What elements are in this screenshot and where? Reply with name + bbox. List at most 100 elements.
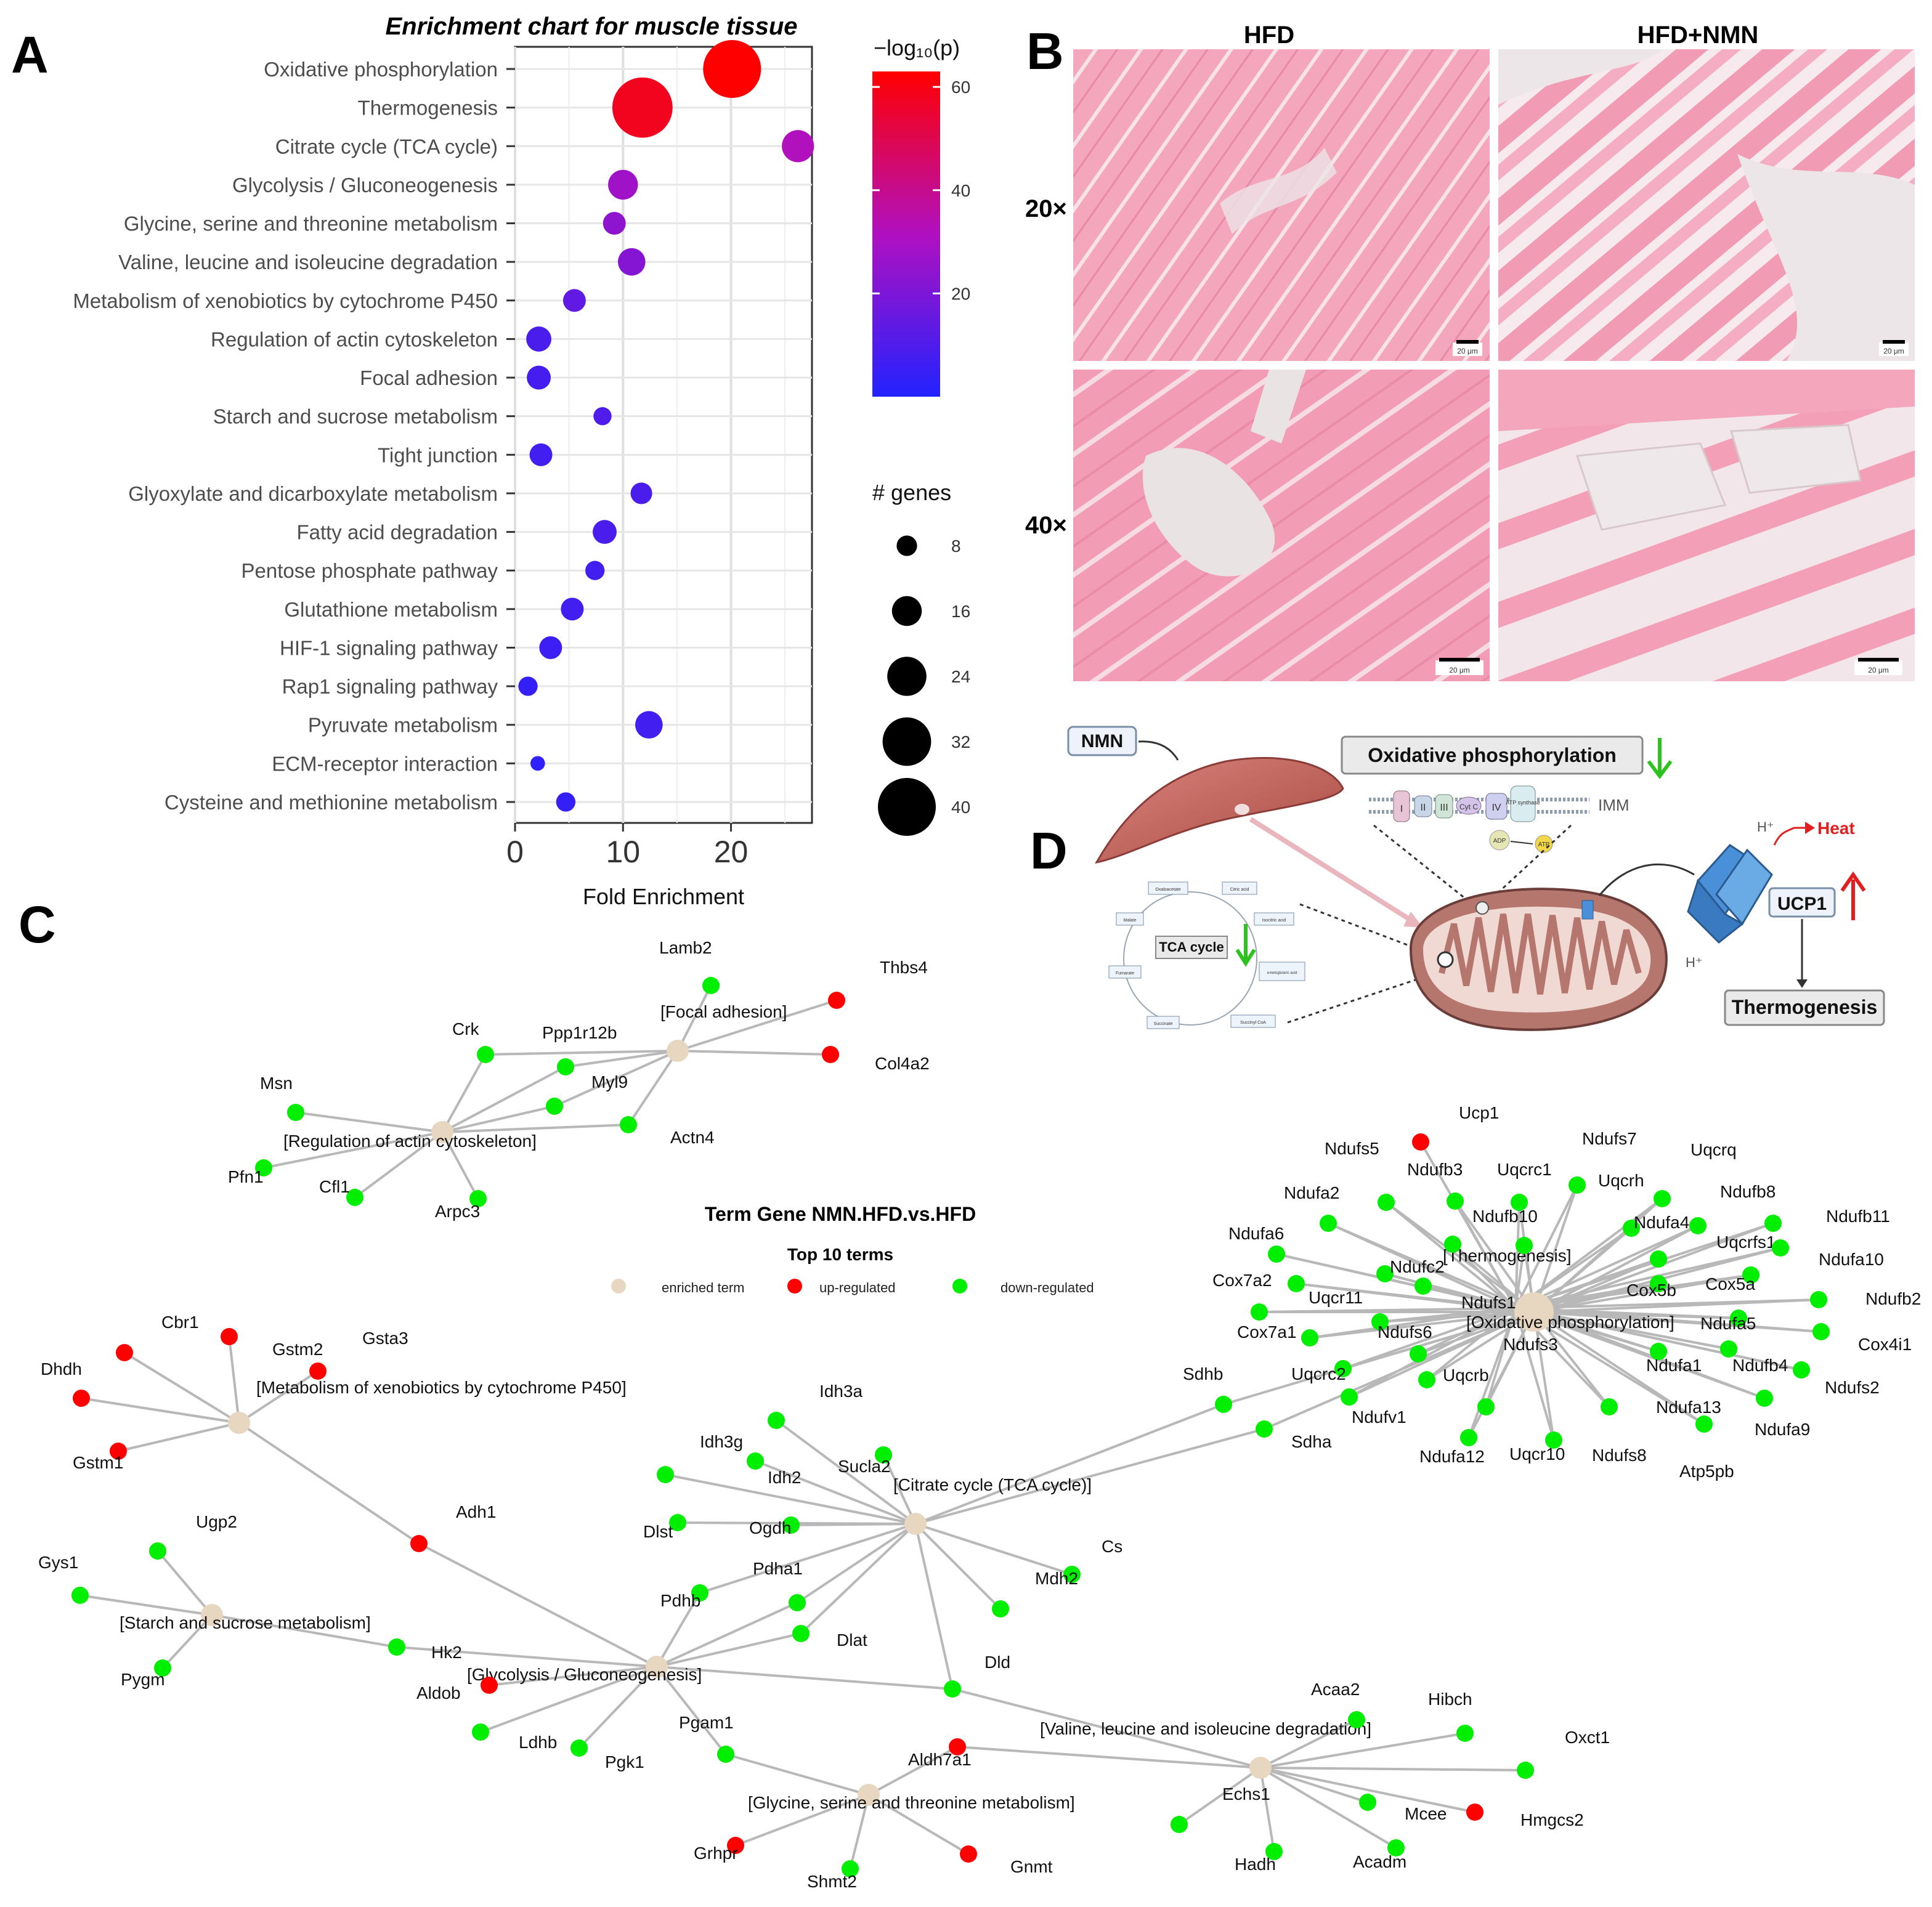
size-legend-dot xyxy=(891,596,922,626)
network-edge xyxy=(489,1666,657,1686)
enrichment-point xyxy=(612,77,673,138)
network-edge xyxy=(656,1601,798,1668)
gene-node xyxy=(309,1362,327,1380)
gene-node xyxy=(1689,1217,1707,1234)
gene-label: Pdha1 xyxy=(753,1559,803,1578)
gene-label: Hibch xyxy=(1428,1690,1472,1709)
gene-node xyxy=(1466,1804,1484,1821)
enrichment-point xyxy=(527,365,551,390)
y-tick-label: Valine, leucine and isoleucine degradati… xyxy=(118,251,498,273)
network-edge xyxy=(1426,1307,1517,1381)
term-node xyxy=(858,1784,880,1806)
gene-label: Pygm xyxy=(121,1670,165,1689)
gene-node xyxy=(727,1837,744,1854)
gene-label: Ndufs1 xyxy=(1461,1293,1516,1312)
term-node xyxy=(667,1040,689,1062)
network-subtitle: Top 10 terms xyxy=(787,1245,893,1264)
imm-label: IMM xyxy=(1598,796,1630,814)
network-title: Term Gene NMN.HFD.vs.HFD xyxy=(705,1203,976,1225)
legend-down-regulated: down-regulated xyxy=(1000,1280,1094,1295)
network-edge xyxy=(228,1336,240,1423)
term-label: [Oxidative phosphorylation] xyxy=(1466,1313,1674,1332)
y-tick-label: Starch and sucrose metabolism xyxy=(213,405,498,428)
panel-letter-a: A xyxy=(11,26,49,84)
gene-node xyxy=(1359,1794,1376,1811)
gene-node xyxy=(154,1659,171,1677)
gene-node xyxy=(1460,1429,1477,1446)
term-label: [Focal adhesion] xyxy=(660,1002,787,1021)
x-axis-title: Fold Enrichment xyxy=(583,884,744,909)
gene-node xyxy=(992,1600,1009,1618)
network-edge xyxy=(480,1666,657,1733)
network-edge xyxy=(1533,1311,1822,1333)
y-tick-label: Metabolism of xenobiotics by cytochrome … xyxy=(73,289,498,312)
network-edge xyxy=(1533,1311,1555,1441)
gene-node xyxy=(792,1625,810,1642)
y-tick-label: Pentose phosphate pathway xyxy=(242,559,498,582)
term-node xyxy=(1249,1757,1272,1779)
network-edge xyxy=(161,1614,213,1669)
color-tick-label: 60 xyxy=(951,78,970,97)
nmn-box xyxy=(1067,726,1137,756)
term-label: [Valine, leucine and isoleucine degradat… xyxy=(1040,1719,1371,1738)
network-edge xyxy=(800,1523,917,1635)
inner-membrane xyxy=(1369,785,1589,853)
histology-row-label-40x: 40× xyxy=(1025,512,1067,539)
y-tick-label: Glutathione metabolism xyxy=(284,598,498,621)
network-edge xyxy=(485,1050,678,1056)
network-edge xyxy=(441,1132,479,1199)
gene-label: Gsta3 xyxy=(362,1329,408,1348)
gene-label: Pfn1 xyxy=(228,1167,264,1186)
thermogenesis-label: Thermogenesis xyxy=(1732,996,1878,1018)
network-edge xyxy=(1467,1308,1517,1438)
size-legend-dot xyxy=(882,717,932,766)
network-edge xyxy=(656,1666,727,1755)
enrichment-point xyxy=(562,289,586,312)
gene-label: Uqcr11 xyxy=(1309,1288,1363,1307)
gene-label: Acaa2 xyxy=(1311,1680,1360,1699)
network-edge xyxy=(156,1550,213,1616)
gene-label: Grhpr xyxy=(694,1844,738,1863)
gene-node xyxy=(875,1446,892,1464)
enrichment-point xyxy=(617,248,646,276)
network-edge xyxy=(396,1646,657,1668)
gene-node xyxy=(1477,1398,1495,1415)
network-edge xyxy=(656,1666,953,1690)
mito-to-ucp1-arrow xyxy=(1598,863,1695,896)
network-edge xyxy=(1296,1282,1535,1313)
gene-label: Dlat xyxy=(837,1630,867,1650)
gene-label: Mcee xyxy=(1405,1804,1447,1823)
gene-node xyxy=(1772,1239,1789,1257)
network-edge xyxy=(1451,1243,1517,1310)
oxphos-label: Oxidative phosphorylation xyxy=(1368,744,1617,766)
gene-node xyxy=(1371,1313,1389,1330)
network-edge xyxy=(775,1419,917,1525)
enrichment-point xyxy=(782,130,814,163)
gene-label: Ndufs7 xyxy=(1582,1129,1637,1148)
network-edge xyxy=(867,1794,970,1855)
gene-label: Ndufs5 xyxy=(1325,1139,1379,1158)
network-edge xyxy=(1259,1767,1397,1849)
micrograph-hfd-nmn-40x xyxy=(1498,370,1915,681)
network-edge xyxy=(957,1746,1261,1769)
size-legend-label: 32 xyxy=(951,732,970,751)
network-edge xyxy=(1454,1200,1535,1313)
gene-label: Uqcrc1 xyxy=(1497,1160,1552,1179)
gene-label: Adh1 xyxy=(456,1502,496,1521)
gene-label: Uqcrb xyxy=(1443,1366,1489,1385)
network-edge xyxy=(915,1523,1073,1576)
mitochondrion xyxy=(1409,888,1668,1031)
term-node xyxy=(646,1656,668,1678)
gene-label: Ucp1 xyxy=(1459,1103,1499,1122)
ucp1-channel xyxy=(1687,844,1773,944)
ucp1-up-arrow xyxy=(1840,871,1866,920)
nmn-arrow xyxy=(1138,740,1179,761)
y-tick-label: ECM-receptor interaction xyxy=(272,752,498,775)
y-tick-label: Citrate cycle (TCA cycle) xyxy=(275,135,498,158)
gene-node xyxy=(657,1466,674,1483)
gene-node xyxy=(960,1845,977,1863)
gene-node xyxy=(691,1584,708,1601)
network-edge xyxy=(914,1523,1002,1610)
term-node xyxy=(431,1121,453,1143)
